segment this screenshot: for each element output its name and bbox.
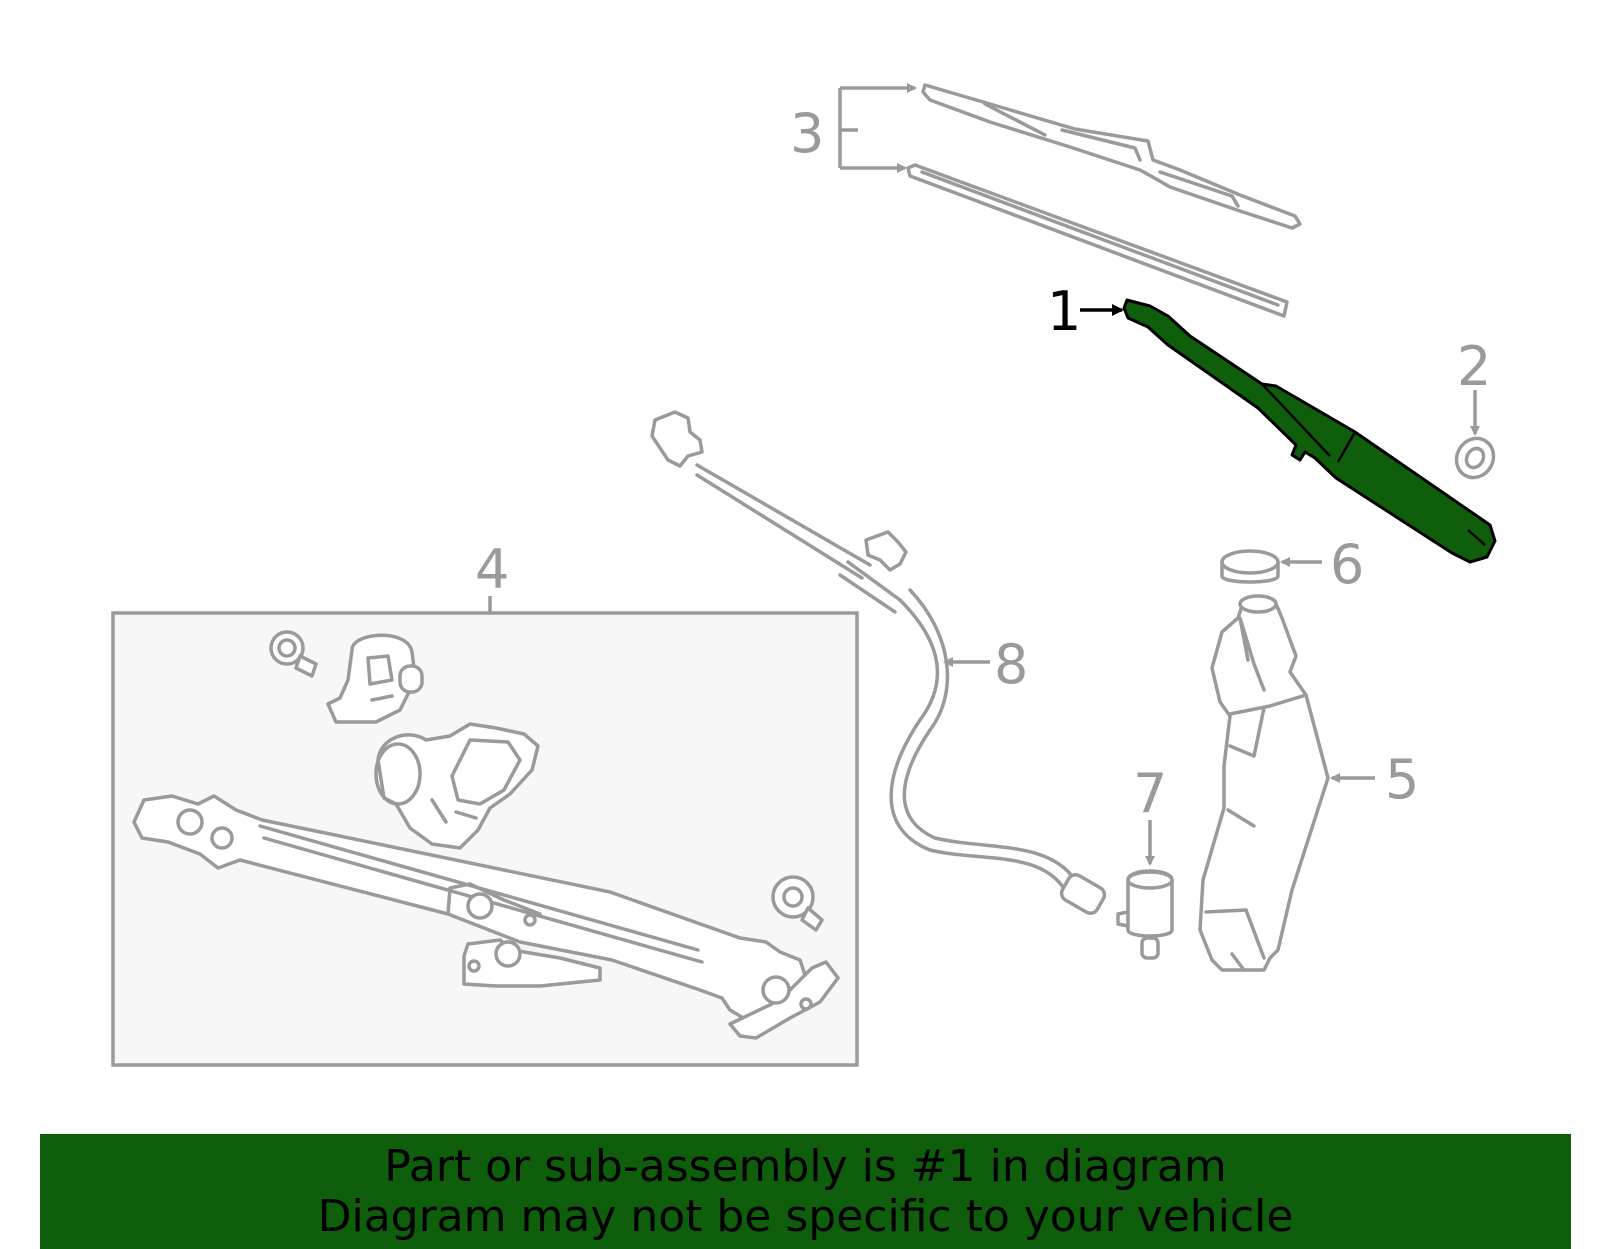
callout-1: 1 bbox=[1047, 280, 1081, 343]
info-banner: Part or sub-assembly is #1 in diagram Di… bbox=[40, 1134, 1571, 1249]
callout-2: 2 bbox=[1457, 335, 1491, 398]
reservoir-cap-part bbox=[1220, 549, 1280, 584]
callout-3: 3 bbox=[790, 102, 824, 165]
banner-line-1: Part or sub-assembly is #1 in diagram bbox=[384, 1140, 1227, 1192]
wiper-arm-shape bbox=[1122, 298, 1497, 564]
banner-line-2: Diagram may not be specific to your vehi… bbox=[317, 1190, 1294, 1242]
linkage-assembly-part bbox=[132, 630, 840, 1040]
callout-3-bracket bbox=[838, 88, 858, 168]
callout-4: 4 bbox=[475, 538, 509, 601]
washer-pump-part bbox=[1116, 869, 1174, 960]
washer-hose-part bbox=[650, 410, 1107, 915]
callout-8: 8 bbox=[994, 633, 1028, 696]
callout-5: 5 bbox=[1385, 748, 1419, 811]
callout-6: 6 bbox=[1330, 533, 1364, 596]
washer-reservoir-part bbox=[1198, 594, 1330, 972]
wiper-arm-part bbox=[1122, 298, 1497, 564]
callout-7: 7 bbox=[1133, 762, 1167, 825]
wiper-blade-part bbox=[906, 83, 1302, 318]
nut-part bbox=[1454, 436, 1496, 480]
